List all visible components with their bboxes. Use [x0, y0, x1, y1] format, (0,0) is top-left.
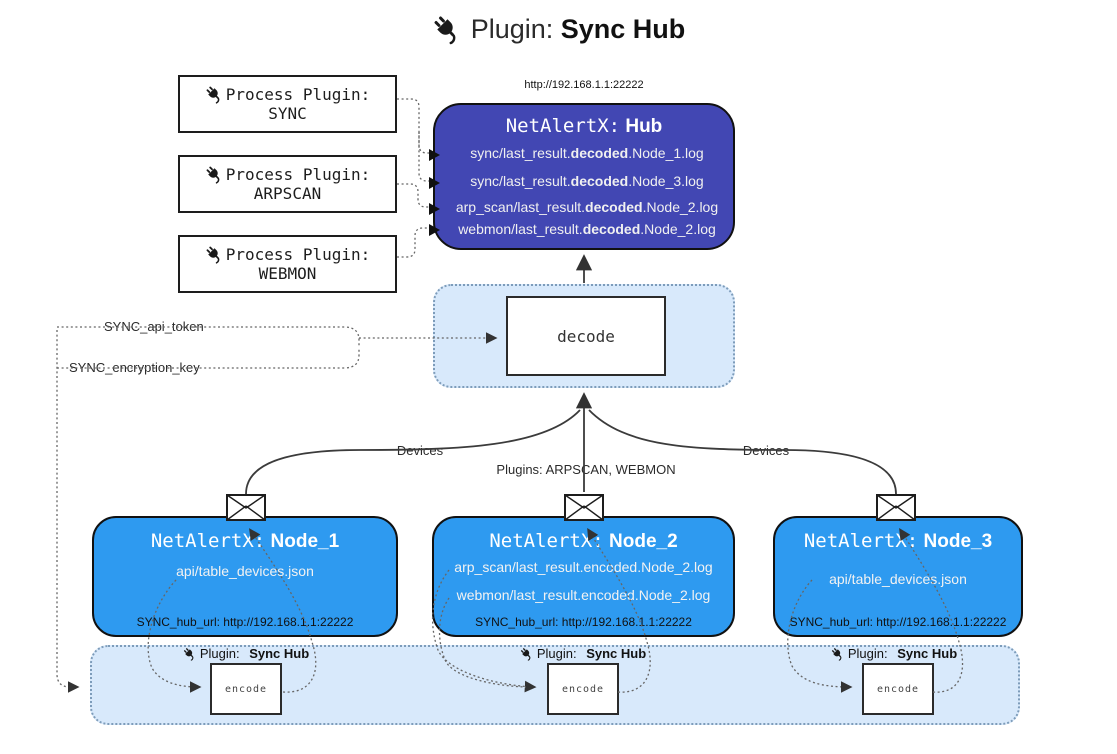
node2-hub-url: SYNC_hub_url: http://192.168.1.1:22222: [475, 615, 692, 629]
process-plugin-name: SYNC: [268, 104, 307, 123]
node2-file: arp_scan/last_result.encoded.Node_2.log: [454, 559, 713, 575]
page-title-prefix: Plugin:: [470, 14, 554, 44]
edge-label-devices-right: Devices: [739, 443, 793, 459]
process-plugin-label: Process Plugin:: [225, 85, 371, 104]
process-plugin-label: Process Plugin:: [225, 245, 371, 264]
node1-file: api/table_devices.json: [176, 563, 314, 579]
encode-band-label-1: Plugin: Sync Hub: [183, 646, 309, 661]
row-arrow-icon: [429, 149, 440, 161]
node1-hub-url: SYNC_hub_url: http://192.168.1.1:22222: [136, 615, 354, 629]
plug-icon: [205, 165, 224, 184]
page-title: Plugin: Sync Hub: [0, 14, 1117, 45]
hub-title: NetAlertX: Hub: [435, 115, 733, 138]
process-plugin-name: ARPSCAN: [253, 184, 322, 203]
node2-file: webmon/last_result.encoded.Node_2.log: [456, 587, 711, 603]
encode-band-label-3: Plugin: Sync Hub: [831, 646, 957, 661]
page-title-text: Plugin: Sync Hub: [471, 14, 686, 45]
plug-icon: [432, 14, 463, 45]
edge-label-devices-left: Devices: [393, 443, 447, 459]
hub-file-row: sync/last_result.decoded.Node_3.log: [470, 173, 704, 189]
encode-box-1: encode: [210, 663, 282, 715]
encode-box-2: encode: [547, 663, 619, 715]
process-plugin-sync-box: Process Plugin: SYNC: [178, 75, 397, 133]
plug-icon: [831, 647, 845, 661]
hub-title-prefix: NetAlertX:: [505, 115, 621, 137]
hub-file-row: sync/last_result.decoded.Node_1.log: [470, 145, 704, 161]
edge-label-plugins: Plugins: ARPSCAN, WEBMON: [493, 462, 679, 478]
sync-encryption-key-label: SYNC_encryption_key: [66, 360, 203, 376]
node3-box: NetAlertX: Node_3 api/table_devices.json…: [773, 516, 1023, 637]
edge-sync-to-hub-row1: [397, 98, 429, 154]
encode-box-3: encode: [862, 663, 934, 715]
node1-box: NetAlertX: Node_1 api/table_devices.json…: [92, 516, 398, 637]
decode-box: decode: [506, 296, 666, 376]
node1-title: NetAlertX: Node_1: [150, 530, 340, 552]
node2-title: NetAlertX: Node_2: [489, 530, 678, 552]
hub-url-label: http://192.168.1.1:22222: [524, 79, 644, 91]
process-plugin-name: WEBMON: [258, 264, 317, 283]
process-plugin-arpscan-box: Process Plugin: ARPSCAN: [178, 155, 397, 213]
process-plugin-webmon-box: Process Plugin: WEBMON: [178, 235, 397, 293]
row-arrow-icon: [429, 224, 440, 236]
plug-icon: [183, 647, 197, 661]
sync-api-token-label: SYNC_api_token: [101, 319, 207, 335]
hub-box: NetAlertX: Hub sync/last_result.decoded.…: [429, 103, 735, 250]
edge-sync-to-hub-row2: [418, 132, 429, 182]
edge-arpscan-to-hub-row3: [397, 183, 429, 208]
plug-icon: [205, 85, 224, 104]
node2-box: NetAlertX: Node_2 arp_scan/last_result.e…: [432, 516, 735, 637]
node3-title: NetAlertX: Node_3: [803, 530, 993, 552]
page-title-name: Sync Hub: [560, 14, 686, 44]
node3-hub-url: SYNC_hub_url: http://192.168.1.1:22222: [789, 615, 1007, 629]
node3-file: api/table_devices.json: [829, 571, 967, 587]
hub-file-row: arp_scan/last_result.decoded.Node_2.log: [455, 199, 719, 215]
encode-band-label-2: Plugin: Sync Hub: [520, 646, 646, 661]
edge-secrets-to-band: [56, 330, 80, 693]
row-arrow-icon: [429, 177, 440, 189]
plug-icon: [205, 245, 224, 264]
hub-title-name: Hub: [625, 116, 663, 137]
plug-icon: [520, 647, 534, 661]
hub-file-row: webmon/last_result.decoded.Node_2.log: [458, 221, 716, 237]
row-arrow-icon: [429, 203, 440, 215]
process-plugin-label: Process Plugin:: [225, 165, 371, 184]
edge-webmon-to-hub-row4: [397, 227, 429, 258]
